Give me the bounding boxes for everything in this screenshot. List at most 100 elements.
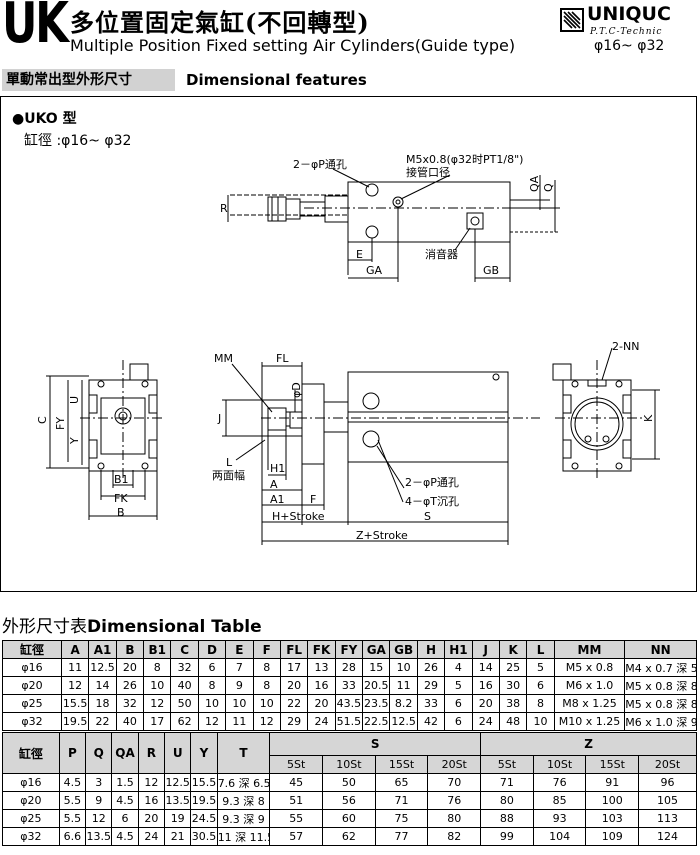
table-cell: 19.5	[190, 791, 218, 810]
table-cell: 18	[88, 694, 117, 713]
label-mm: MM	[214, 352, 233, 365]
table-cell: 5.5	[58, 791, 87, 810]
table-cell: φ20	[2, 791, 60, 810]
series-code: UK	[2, 0, 69, 56]
table-cell: 32	[170, 658, 199, 677]
table-1-header-cell: J	[471, 640, 500, 659]
table-2-header-cell: P	[58, 732, 87, 774]
table-cell: 6	[197, 658, 227, 677]
table-cell: 29	[279, 712, 309, 731]
top-view	[227, 168, 560, 282]
table-cell: 15	[362, 658, 391, 677]
table-2-header-cell: S	[269, 732, 482, 756]
table-cell: 4	[444, 658, 473, 677]
table-2-subheader-cell: 20St	[427, 755, 482, 774]
front-view	[222, 362, 540, 545]
bore-range: φ16~ φ32	[594, 38, 665, 54]
table-cell: 12	[252, 712, 281, 731]
table-cell: 65	[374, 773, 429, 792]
table-cell: 26	[416, 658, 446, 677]
table-cell: M6 x 1.0	[553, 676, 626, 695]
table-1-header-cell: B1	[143, 640, 172, 659]
table-cell: 109	[585, 827, 640, 846]
label-fy: FY	[54, 417, 67, 430]
table-cell: 51	[269, 791, 324, 810]
table-1-header-cell: L	[526, 640, 555, 659]
label-q: Q	[542, 183, 555, 192]
label-j: J	[217, 412, 221, 425]
table-cell: 10	[526, 712, 555, 731]
table-cell: 9	[85, 791, 113, 810]
table-cell: 104	[532, 827, 587, 846]
table-cell: 26	[115, 676, 145, 695]
table-cell: 80	[480, 791, 534, 810]
table-cell: 99	[480, 827, 534, 846]
table-1-header-cell: NN	[624, 640, 697, 659]
table-cell: 50	[170, 694, 199, 713]
table-cell: 14	[88, 676, 117, 695]
table-cell: 10	[225, 694, 254, 713]
table-cell: 33	[334, 676, 364, 695]
table-cell: 6	[444, 694, 473, 713]
table-cell: 13.5	[85, 827, 113, 846]
table-cell: 8	[526, 694, 555, 713]
table-title-en: Dimensional Table	[87, 617, 262, 637]
table-cell: 4.5	[111, 827, 139, 846]
drawing-frame	[0, 96, 697, 592]
brand-name: UNIQUC	[587, 3, 671, 25]
table-cell: 91	[585, 773, 640, 792]
table-cell: 11	[389, 676, 418, 695]
label-b: B	[117, 506, 125, 519]
table-cell: 38	[498, 694, 528, 713]
table-cell: 71	[480, 773, 534, 792]
table-cell: 24	[307, 712, 336, 731]
table-cell: 9.3 深 9	[216, 809, 271, 828]
label-s: S	[424, 510, 431, 523]
label-ga: GA	[366, 264, 383, 277]
table-2-subheader-cell: 5St	[269, 755, 324, 774]
table-cell: 51.5	[334, 712, 364, 731]
label-a1: A1	[270, 493, 285, 506]
table-cell: 71	[374, 791, 429, 810]
table-cell: 85	[532, 791, 587, 810]
label-e: E	[356, 248, 363, 261]
table-cell: M5 x 0.8	[553, 658, 626, 677]
table-cell: 56	[322, 791, 376, 810]
table-cell: 6.6	[58, 827, 87, 846]
label-qa: QA	[528, 175, 541, 192]
table-cell: M5 x 0.8 深 8	[624, 694, 697, 713]
table-cell: 16	[137, 791, 166, 810]
table-cell: 24	[137, 827, 166, 846]
label-port-cn: 接管口径	[406, 165, 450, 179]
table-cell: 7.6 深 6.5	[216, 773, 271, 792]
table-cell: 20	[279, 676, 309, 695]
table-cell: 105	[638, 791, 697, 810]
table-cell: 32	[115, 694, 145, 713]
table-cell: 6	[526, 676, 555, 695]
table-2-header-cell: Y	[190, 732, 218, 774]
label-u: U	[68, 396, 81, 404]
table-cell: 8	[252, 676, 281, 695]
table-cell: φ20	[2, 676, 62, 695]
table-cell: 8	[197, 676, 227, 695]
table-1-header-cell: A1	[88, 640, 117, 659]
table-2-header-cell: Z	[480, 732, 697, 756]
table-cell: φ32	[2, 827, 60, 846]
technical-drawing: 2－φP通孔 M5x0.8(φ32时PT1/8") 接管口径 消音器 R QA …	[36, 153, 660, 545]
table-cell: 48	[498, 712, 528, 731]
table-cell: 3	[85, 773, 113, 792]
label-fk: FK	[114, 492, 128, 505]
label-c: C	[36, 416, 49, 424]
table-cell: 9	[225, 676, 254, 695]
table-cell: φ16	[2, 658, 62, 677]
table-2-subheader-cell: 10St	[532, 755, 587, 774]
table-1-header-cell: H	[416, 640, 446, 659]
table-cell: 55	[269, 809, 324, 828]
